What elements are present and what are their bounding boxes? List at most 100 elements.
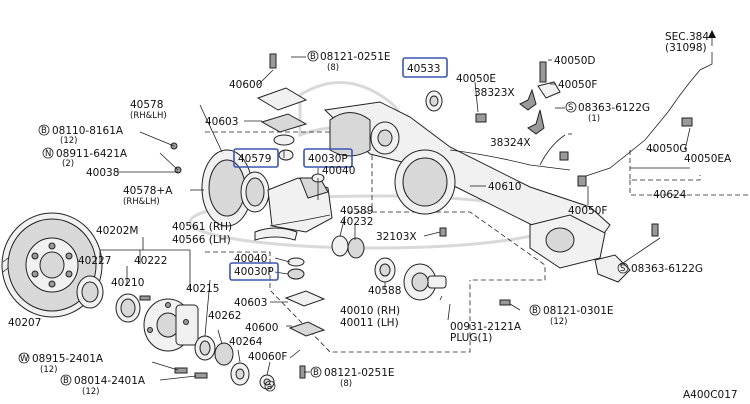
- label-40040-top: 40040: [322, 165, 355, 177]
- label-40589: 40589: [340, 205, 373, 217]
- label-40038: 40038: [86, 167, 119, 179]
- prefix-b-08121-0251E-bot: B: [313, 368, 319, 378]
- wheel-hub: [139, 295, 199, 352]
- label-40578A: 40578+A: [123, 185, 173, 197]
- seal-40589: [331, 235, 349, 257]
- highlight-40579: [233, 148, 279, 168]
- prefix-s-bot: S: [620, 264, 625, 274]
- label-08121-0251E-top-qty: (8): [327, 63, 339, 73]
- bearing-40215: [194, 335, 216, 361]
- label-40050EA: 40050EA: [684, 153, 732, 165]
- part-labels: 40600 B 08121-0251E (8) 40533 40050E 383…: [8, 31, 738, 401]
- label-40624: 40624: [653, 189, 687, 201]
- label-40207: 40207: [8, 317, 41, 329]
- label-08121-0251E-top: 08121-0251E: [320, 51, 391, 63]
- label-38324X: 38324X: [490, 137, 531, 149]
- prefix-b-08121-0301E: B: [532, 306, 538, 316]
- label-40050F-top: 40050F: [558, 79, 597, 91]
- label-08014: 08014-2401A: [74, 375, 146, 387]
- kingpin-stack-bottom: [284, 257, 326, 379]
- label-40202M: 40202M: [96, 225, 138, 237]
- label-40566: 40566 (LH): [172, 234, 231, 246]
- label-08121-0251E-bot-qty: (8): [340, 379, 352, 389]
- label-40040-bot: 40040: [234, 253, 267, 265]
- label-38323X: 38323X: [474, 87, 515, 99]
- label-40050E: 40050E: [456, 73, 496, 85]
- front-group-outline: [205, 251, 471, 353]
- prefix-n-08911: N: [45, 149, 51, 159]
- label-40030P-top: 40030P: [308, 153, 348, 165]
- label-40578-note: (RH&LH): [130, 111, 167, 121]
- label-40011: 40011 (LH): [340, 317, 399, 329]
- locknut-40264: [230, 362, 250, 386]
- label-40578: 40578: [130, 99, 163, 111]
- label-40050F-bot: 40050F: [568, 205, 607, 217]
- leader-lines: [99, 56, 691, 381]
- highlight-40030P-top: [303, 148, 353, 168]
- kingpin-stack-top: [256, 53, 308, 161]
- label-40210: 40210: [111, 277, 144, 289]
- label-08121-0301E: 08121-0301E: [543, 305, 614, 317]
- label-08363-top: 08363-6122G: [578, 102, 650, 114]
- label-08915-qty: (12): [40, 365, 57, 375]
- label-08915: 08915-2401A: [32, 353, 104, 365]
- oil-seal-40227: [76, 275, 104, 309]
- label-40533: 40533: [407, 63, 440, 75]
- label-40579: 40579: [238, 153, 271, 165]
- label-40588: 40588: [368, 285, 401, 297]
- label-32103X: 32103X: [376, 231, 417, 243]
- mark-a: a: [267, 382, 272, 392]
- label-40600-bot: 40600: [245, 322, 278, 334]
- label-40603-top: 40603: [205, 116, 238, 128]
- prefix-b: B: [310, 52, 316, 62]
- figure-code: A400C017: [683, 389, 738, 401]
- label-08110: 08110-8161A: [52, 125, 124, 137]
- gasket-40578: [201, 149, 253, 227]
- label-40030P-bot: 40030P: [234, 266, 274, 278]
- label-40561: 40561 (RH): [172, 221, 232, 233]
- label-40215: 40215: [186, 283, 219, 295]
- drive-flange: [403, 263, 447, 301]
- label-40050D: 40050D: [554, 55, 596, 67]
- label-08110-qty: (12): [60, 136, 77, 146]
- label-40603-bot: 40603: [234, 297, 267, 309]
- sec-ref-line1: SEC.384: [665, 31, 709, 43]
- label-40600-top: 40600: [229, 79, 262, 91]
- prefix-b-08014: B: [63, 376, 69, 386]
- tube-group-outline: [629, 150, 701, 181]
- label-00931: 00931-2121A: [450, 321, 522, 333]
- highlight-40533: [402, 57, 448, 78]
- tube-group-outline-2: [629, 180, 748, 196]
- label-40010: 40010 (RH): [340, 305, 400, 317]
- label-08363-bot: 08363-6122G: [631, 263, 703, 275]
- label-40578A-note: (RH&LH): [123, 197, 160, 207]
- bearing-40262: [214, 342, 234, 366]
- axle-housing: [323, 101, 631, 283]
- label-40222: 40222: [134, 255, 167, 267]
- bushing-40533: [425, 90, 443, 112]
- brake-tube: [449, 30, 716, 187]
- label-08121-0301E-qty: (12): [550, 317, 567, 327]
- prefix-s-top: S: [568, 103, 573, 113]
- label-40050G: 40050G: [646, 143, 688, 155]
- label-00931-note: PLUG(1): [450, 332, 492, 344]
- bearing-40232: [347, 237, 365, 259]
- label-08911: 08911-6421A: [56, 148, 128, 160]
- highlight-40030P-bot: [229, 262, 279, 281]
- label-40262: 40262: [208, 310, 241, 322]
- label-40060F: 40060F: [248, 351, 287, 363]
- prefix-w: W: [20, 354, 29, 364]
- label-08363-top-qty: (1): [588, 114, 600, 124]
- label-08014-qty: (12): [82, 387, 99, 397]
- bearing-40588: [374, 257, 396, 283]
- label-40227: 40227: [78, 255, 111, 267]
- sec-ref-line2: (31098): [665, 42, 707, 54]
- label-40610: 40610: [488, 181, 521, 193]
- seal-40040-left: [240, 171, 270, 213]
- label-40264: 40264: [229, 336, 263, 348]
- label-40232: 40232: [340, 216, 373, 228]
- label-08911-qty: (2): [62, 159, 74, 169]
- label-08121-0251E-bot: 08121-0251E: [324, 367, 395, 379]
- prefix-b-08110: B: [41, 126, 47, 136]
